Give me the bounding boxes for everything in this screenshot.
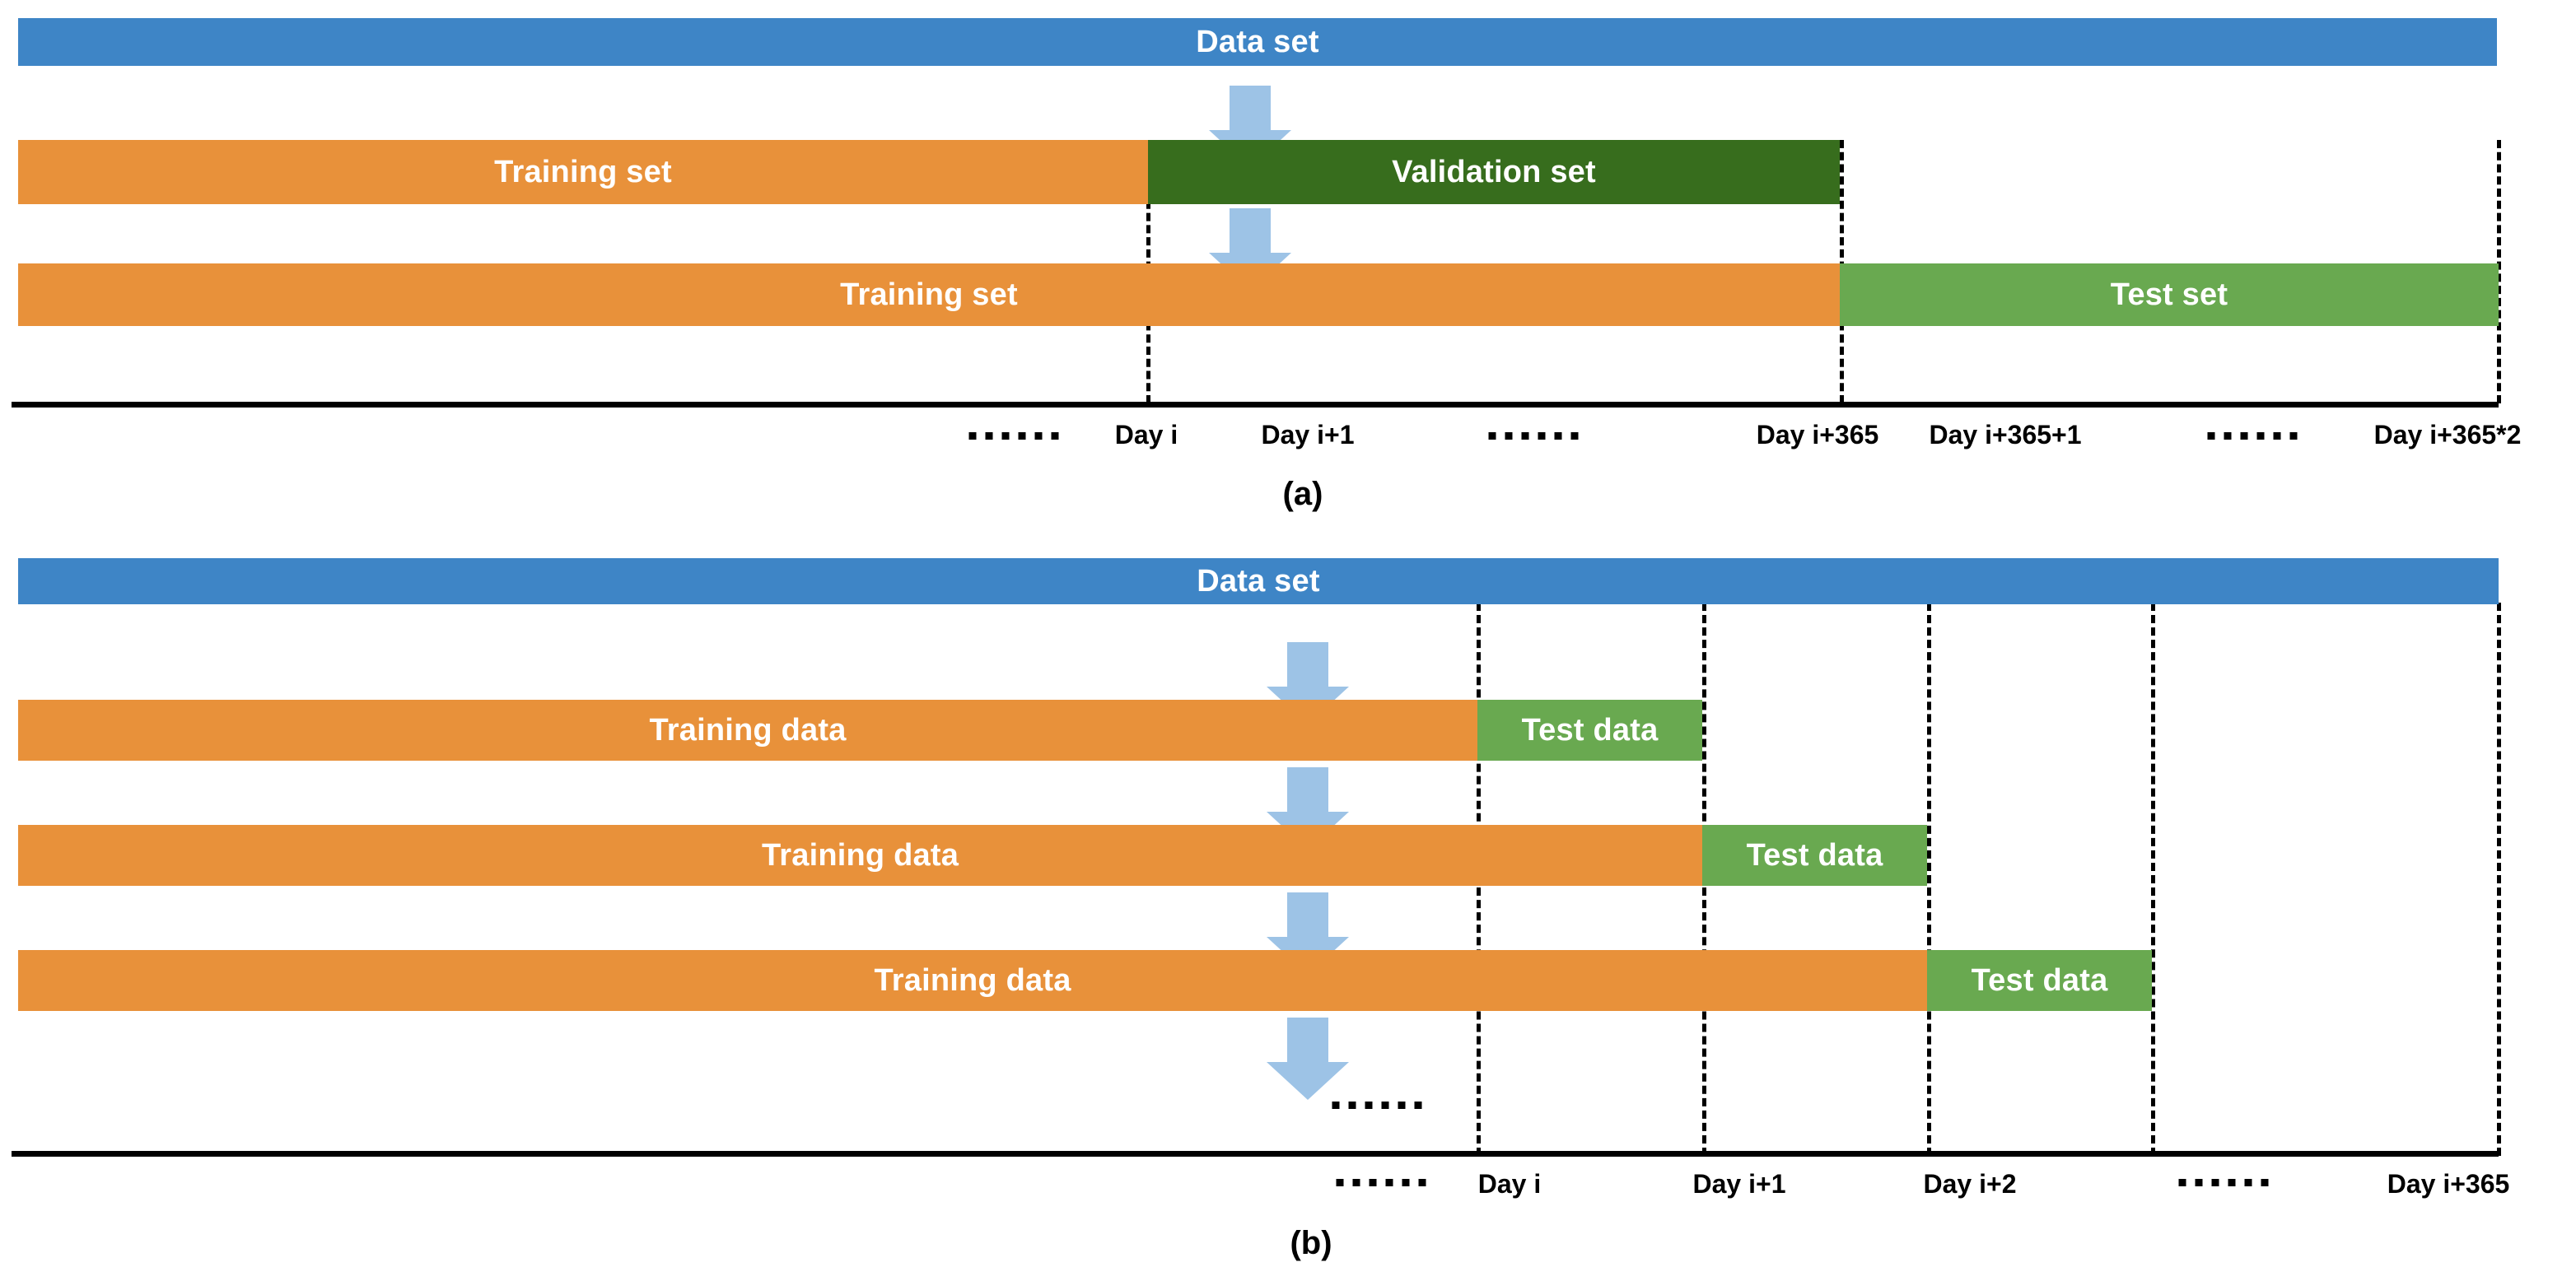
axis-line-a [12, 402, 2499, 408]
axis-line-b [12, 1151, 2499, 1157]
bar-b-training-3: Training data [18, 950, 1927, 1011]
axis-tick-b-3: Day i+2 [1923, 1169, 2017, 1199]
bar-a-test: Test set [1840, 263, 2499, 326]
panel-a: Data set Training set Validation set Tra… [0, 0, 2576, 512]
bar-label-training-data-3: Training data [874, 962, 1071, 998]
bar-b-training-1: Training data [18, 700, 1477, 761]
bar-label-dataset: Data set [1196, 24, 1319, 59]
divider-day-i365x2-a [2497, 140, 2501, 403]
axis-tick-b-0 [1336, 1179, 1426, 1186]
bar-a-validation: Validation set [1148, 140, 1840, 204]
bar-label-training-set-1: Training set [494, 154, 672, 189]
axis-tick-a-5: Day i+365+1 [1929, 420, 2082, 450]
divider-day-i3-b [2151, 603, 2155, 1156]
axis-tick-b-4 [2178, 1179, 2269, 1186]
axis-tick-a-3 [1488, 432, 1579, 440]
bar-label-test-data-1: Test data [1521, 712, 1659, 748]
bar-label-test-set: Test set [2110, 277, 2228, 312]
bar-b-test-2: Test data [1702, 825, 1927, 886]
bar-b-training-2: Training data [18, 825, 1702, 886]
bar-label-training-data-1: Training data [649, 712, 847, 748]
bar-b-dataset: Data set [18, 558, 2499, 604]
divider-day-i2-b [1927, 603, 1931, 1156]
axis-tick-a-1: Day i [1114, 420, 1178, 450]
bar-a-training-1: Training set [18, 140, 1148, 204]
bar-label-dataset-b: Data set [1197, 563, 1320, 599]
flow-arrow-b-4 [1267, 1018, 1349, 1100]
axis-tick-a-0 [968, 432, 1059, 440]
continuation-dots-b [1332, 1102, 1422, 1109]
axis-tick-a-4: Day i+365 [1756, 420, 1879, 450]
bar-b-test-1: Test data [1477, 700, 1702, 761]
bar-label-training-set-2: Training set [840, 277, 1018, 312]
axis-tick-b-2: Day i+1 [1692, 1169, 1786, 1199]
bar-b-test-3: Test data [1927, 950, 2152, 1011]
axis-tick-b-1: Day i [1477, 1169, 1542, 1199]
bar-a-dataset: Data set [18, 18, 2497, 66]
bar-label-test-data-2: Test data [1746, 837, 1883, 873]
axis-tick-b-5: Day i+365 [2387, 1169, 2510, 1199]
panel-b: Data set Training data Test data Trainin… [0, 543, 2576, 1267]
bar-a-training-2: Training set [18, 263, 1840, 326]
axis-tick-a-2: Day i+1 [1261, 420, 1355, 450]
axis-tick-a-7: Day i+365*2 [2373, 420, 2522, 450]
panel-a-caption: (a) [1282, 476, 1323, 512]
bar-label-validation-set: Validation set [1392, 154, 1596, 189]
divider-day-i365-b [2497, 603, 2501, 1156]
panel-b-caption: (b) [1290, 1225, 1332, 1261]
axis-tick-a-6 [2207, 432, 2298, 440]
bar-label-training-data-2: Training data [761, 837, 959, 873]
bar-label-test-data-3: Test data [1971, 962, 2108, 998]
